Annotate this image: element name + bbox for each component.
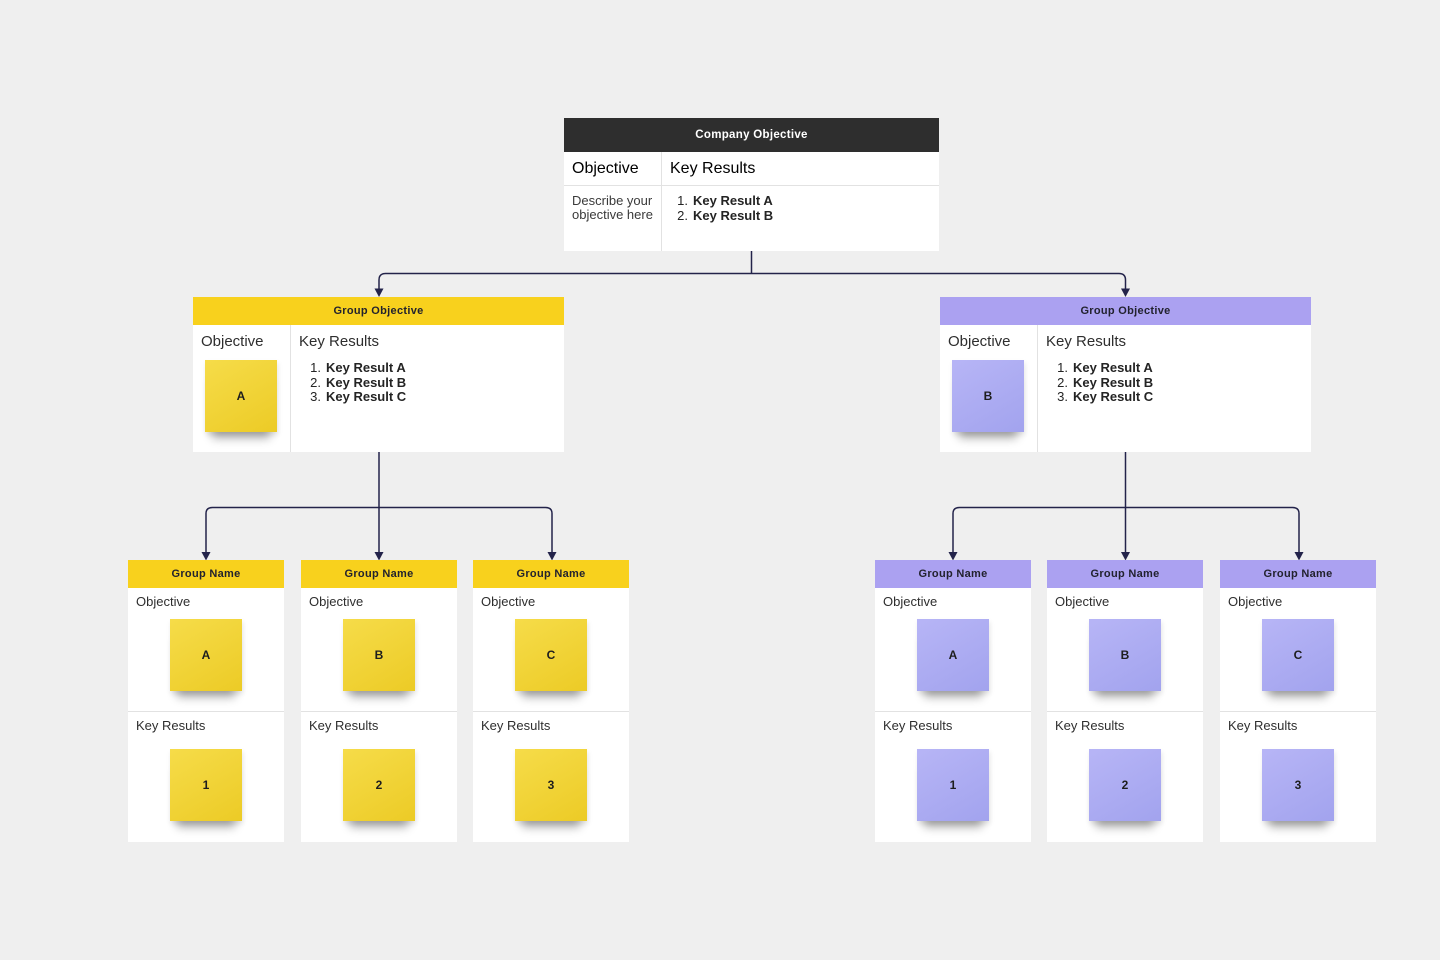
company-objective-text[interactable]: Describe your objective here [572, 193, 653, 222]
key-result-item: 2. Key Result B [670, 207, 931, 224]
sticky-note-text: B [1120, 648, 1130, 662]
company-objective-table: Objective Key Results Describe your obje… [564, 152, 939, 251]
key-result-item: 3. Key Result C [1050, 390, 1303, 405]
key-results-label: Key Results [1046, 333, 1127, 350]
key-result-item: 2. Key Result B [303, 374, 556, 391]
objective-label: Objective [481, 594, 536, 609]
sticky-note-text: C [1293, 648, 1303, 662]
group-objective-box-left[interactable]: Group Objective Objective A Key Results … [193, 297, 564, 452]
key-results-label: Key Results [481, 718, 551, 733]
group-name-header[interactable]: Group Name [1047, 560, 1203, 588]
group-name-header[interactable]: Group Name [473, 560, 629, 588]
key-results-label: Key Results [883, 718, 953, 733]
key-results-label: Key Results [309, 718, 379, 733]
sticky-note-text: B [374, 648, 384, 662]
key-result-item: 1. Key Result A [1050, 360, 1303, 376]
key-result-number: 2. [677, 207, 688, 223]
group-name-header[interactable]: Group Name [128, 560, 284, 588]
objective-sticky-note[interactable]: B [952, 360, 1024, 432]
objective-sticky-note[interactable]: B [1089, 619, 1161, 691]
objective-sticky-note[interactable]: A [917, 619, 989, 691]
key-result-text: Key Result C [1073, 389, 1154, 405]
key-results-label: Key Results [1228, 718, 1298, 733]
key-result-sticky-note[interactable]: 1 [170, 749, 242, 821]
objective-sticky-note[interactable]: B [343, 619, 415, 691]
group-name-header[interactable]: Group Name [875, 560, 1031, 588]
key-result-number: 3. [310, 389, 321, 405]
objective-label: Objective [883, 594, 938, 609]
group-objective-header[interactable]: Group Objective [940, 297, 1311, 325]
objective-sticky-note[interactable]: A [205, 360, 277, 432]
group-card-5[interactable]: Group Name Objective B Key Results 2 [1047, 560, 1203, 842]
sticky-note-text: A [201, 648, 211, 662]
group-card-2[interactable]: Group Name Objective B Key Results 2 [301, 560, 457, 842]
key-result-sticky-note[interactable]: 1 [917, 749, 989, 821]
company-key-results-column-label: Key Results [661, 152, 939, 186]
key-result-number: 1. [1057, 360, 1068, 375]
key-result-text: Key Result B [1073, 374, 1154, 390]
key-results-label: Key Results [136, 718, 206, 733]
group-card-6[interactable]: Group Name Objective C Key Results 3 [1220, 560, 1376, 842]
key-result-item: 1. Key Result A [670, 193, 931, 209]
connector-right-bar [952, 506, 1300, 552]
sticky-note-text: 3 [547, 778, 555, 792]
group-key-results-list[interactable]: 1. Key Result A 2. Key Result B 3. Key R… [1046, 360, 1303, 405]
sticky-note-text: 3 [1294, 778, 1302, 792]
objective-label: Objective [948, 333, 1011, 350]
group-objective-header[interactable]: Group Objective [193, 297, 564, 325]
key-result-item: 2. Key Result B [1050, 374, 1303, 391]
objective-sticky-note[interactable]: C [1262, 619, 1334, 691]
key-result-number: 2. [1057, 374, 1068, 390]
sticky-note-text: A [236, 389, 246, 403]
company-objective-column-label: Objective [564, 152, 661, 186]
connector-left-bar [205, 506, 553, 552]
connector-top-bar [378, 272, 1127, 289]
group-card-4[interactable]: Group Name Objective A Key Results 1 [875, 560, 1031, 842]
sticky-note-text: C [546, 648, 556, 662]
key-result-sticky-note[interactable]: 3 [1262, 749, 1334, 821]
company-key-results-list[interactable]: 1. Key Result A 2. Key Result B [670, 193, 931, 224]
key-result-item: 3. Key Result C [303, 390, 556, 405]
key-result-item: 1. Key Result A [303, 360, 556, 376]
group-card-1[interactable]: Group Name Objective A Key Results 1 [128, 560, 284, 842]
company-objective-box[interactable]: Company Objective Objective Key Results … [564, 118, 939, 251]
key-result-number: 2. [310, 374, 321, 390]
group-objective-box-right[interactable]: Group Objective Objective B Key Results … [940, 297, 1311, 452]
key-results-label: Key Results [299, 333, 380, 350]
objective-label: Objective [309, 594, 364, 609]
key-results-label: Key Results [1055, 718, 1125, 733]
key-result-text: Key Result B [326, 374, 407, 390]
objective-label: Objective [1228, 594, 1283, 609]
key-result-text: Key Result A [693, 193, 773, 208]
group-name-header[interactable]: Group Name [301, 560, 457, 588]
key-result-text: Key Result A [1073, 360, 1153, 375]
key-result-number: 3. [1057, 389, 1068, 405]
key-result-sticky-note[interactable]: 3 [515, 749, 587, 821]
group-key-results-list[interactable]: 1. Key Result A 2. Key Result B 3. Key R… [299, 360, 556, 405]
key-result-text: Key Result C [326, 389, 407, 405]
arrowhead-group-right [1121, 288, 1130, 297]
key-result-number: 1. [677, 193, 688, 208]
company-objective-header[interactable]: Company Objective [564, 118, 939, 152]
objective-label: Objective [1055, 594, 1110, 609]
sticky-note-text: A [948, 648, 958, 662]
objective-sticky-note[interactable]: C [515, 619, 587, 691]
objective-label: Objective [136, 594, 191, 609]
arrowhead-group-left [374, 288, 384, 297]
group-card-3[interactable]: Group Name Objective C Key Results 3 [473, 560, 629, 842]
sticky-note-text: B [983, 389, 993, 403]
sticky-note-text: 2 [375, 778, 383, 792]
key-result-text: Key Result B [693, 207, 774, 223]
group-name-header[interactable]: Group Name [1220, 560, 1376, 588]
objective-sticky-note[interactable]: A [170, 619, 242, 691]
sticky-note-text: 2 [1121, 778, 1129, 792]
objective-label: Objective [201, 333, 264, 350]
key-result-number: 1. [310, 360, 321, 375]
key-result-text: Key Result A [326, 360, 406, 375]
key-result-sticky-note[interactable]: 2 [343, 749, 415, 821]
sticky-note-text: 1 [202, 778, 210, 792]
sticky-note-text: 1 [949, 778, 957, 792]
key-result-sticky-note[interactable]: 2 [1089, 749, 1161, 821]
